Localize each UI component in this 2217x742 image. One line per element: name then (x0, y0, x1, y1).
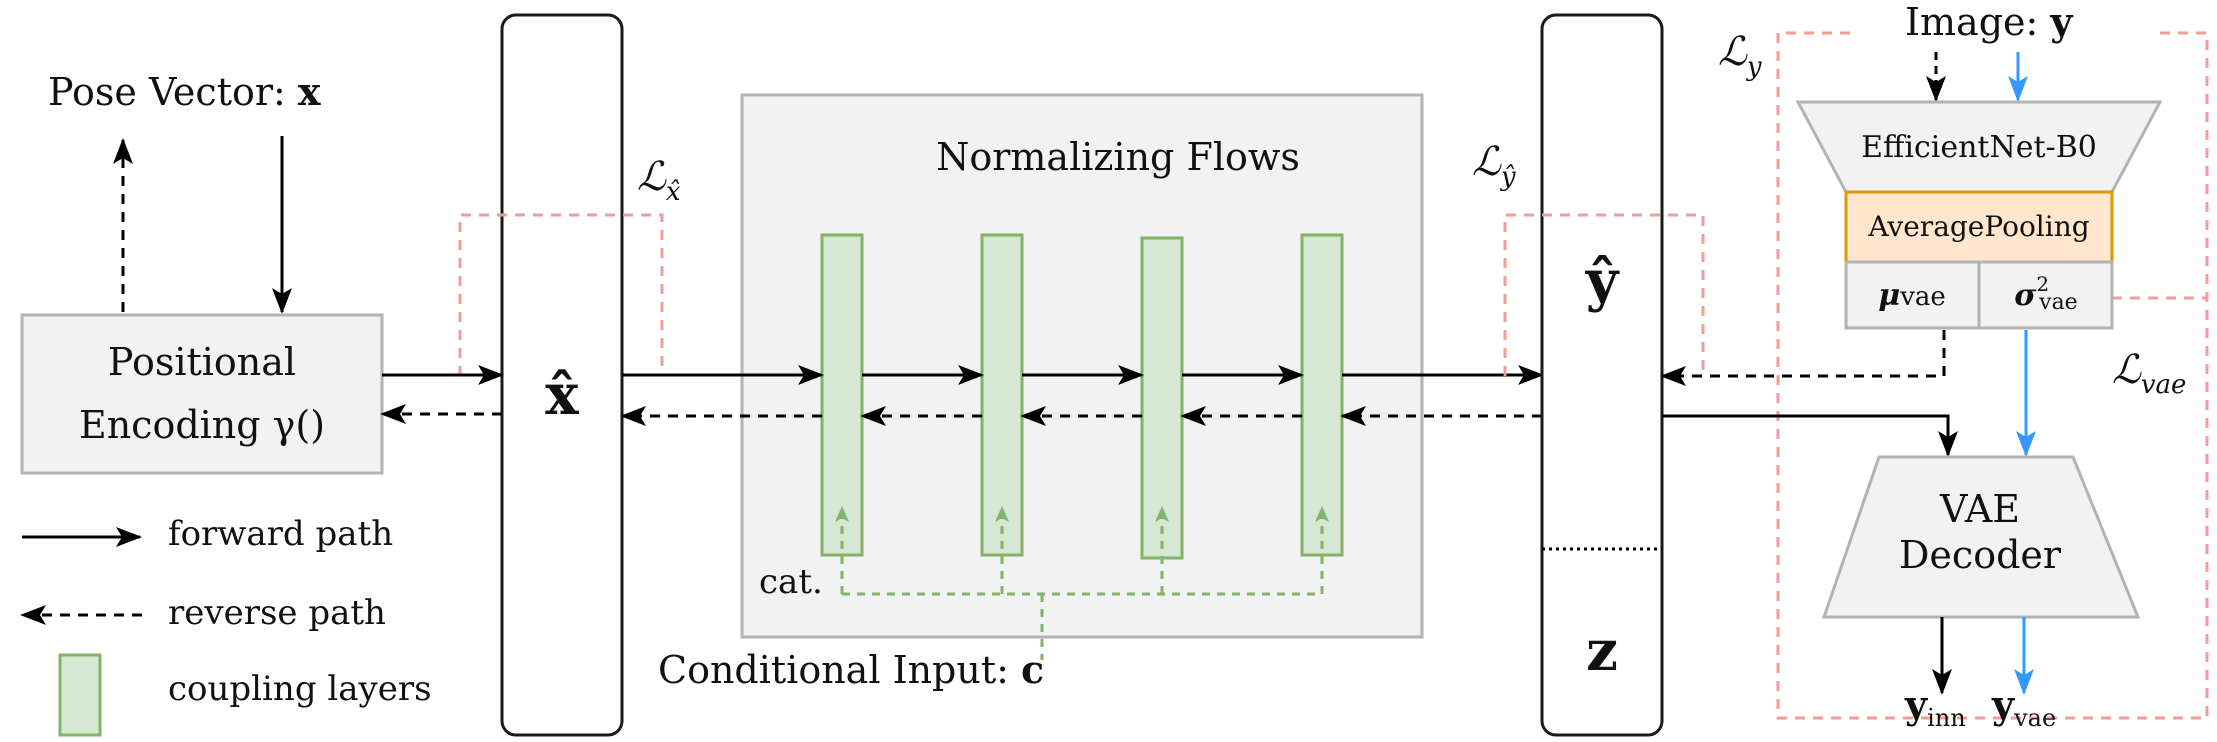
vae-decoder-line2: Decoder (1899, 533, 2062, 577)
legend-reverse-label: reverse path (168, 593, 386, 633)
cat-label: cat. (759, 562, 823, 602)
efficientnet-label: EfficientNet-B0 (1861, 130, 2097, 165)
y-vae-label: yvae (1991, 682, 2056, 732)
x-hat-symbol: x̂ (545, 362, 579, 428)
coupling-layer-2 (980, 233, 1024, 557)
y-hat-symbol: ŷ (1585, 248, 1620, 314)
loss-y-label: ℒy (1718, 29, 1762, 82)
normalizing-flows-title: Normalizing Flows (936, 135, 1300, 179)
legend-coupling-label: coupling layers (168, 669, 432, 709)
average-pooling-box (1844, 190, 2114, 264)
sigma-box (1977, 260, 2114, 330)
legend-coupling-swatch (58, 653, 102, 737)
loss-vae-label: ℒvae (2112, 347, 2186, 400)
vae-decoder (1821, 455, 2141, 619)
positional-encoding-line2: Encoding γ() (79, 403, 325, 447)
coupling-layer-1 (820, 233, 864, 557)
legend-forward-label: forward path (168, 514, 393, 554)
positional-encoding-line1: Positional (108, 340, 296, 384)
z-symbol: z (1586, 618, 1618, 684)
pose-vector-label: Pose Vector: x (48, 69, 321, 114)
loss-x-hat-region (458, 213, 664, 376)
loss-x-hat-label: ℒx̂ (637, 154, 681, 207)
y-inn-label: yinn (1904, 682, 1966, 732)
vae-decoder-line1: VAE (1939, 487, 2020, 531)
loss-y-hat-label: ℒŷ (1472, 139, 1516, 192)
coupling-layer-4 (1300, 233, 1344, 557)
conditional-input-label: Conditional Input: c (658, 647, 1044, 692)
image-label: Image: y (1905, 0, 2073, 44)
loss-y-hat-region (1503, 213, 1705, 376)
positional-encoding-box (20, 313, 384, 475)
mu-label: μvae (1878, 278, 1946, 313)
coupling-layer-3 (1140, 236, 1184, 560)
column-to-decoder-forward (1662, 414, 1958, 457)
encoder-to-yhat-reverse (1660, 330, 1946, 386)
loss-y-region (1776, 31, 2209, 720)
average-pooling-label: AveragePooling (1867, 210, 2089, 243)
